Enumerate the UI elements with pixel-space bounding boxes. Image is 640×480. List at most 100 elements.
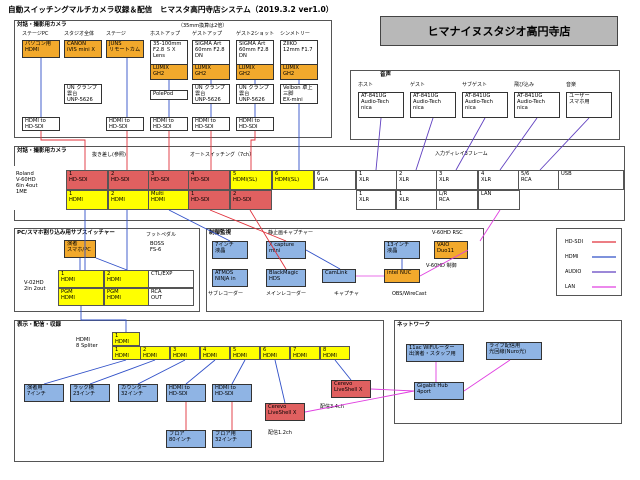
wire-hdmi xyxy=(95,257,128,271)
switcher-input-cell: 3 HD-SDI xyxy=(148,170,190,190)
wire-lan xyxy=(419,249,469,277)
camera-col-label: ゲストアップ xyxy=(192,31,223,37)
hdmi-to-sdi-converter: HDMI to HD-SDI xyxy=(236,117,274,131)
wire-hdmi xyxy=(137,359,186,385)
audio-mic: AT-841UG Audio-Tech nica xyxy=(358,92,404,118)
camera-mount: UN クランプ 雲台 UNP-5626 xyxy=(64,84,102,104)
sub-switcher-title: PC/スマホ割り込み用サブスイッチャー xyxy=(17,230,115,236)
network-section-title: ネットワーク xyxy=(397,322,431,328)
switcher-input-cell: 2 HD-SDI xyxy=(108,170,150,190)
switcher-output-cell: Multi HDMI xyxy=(148,190,190,210)
wire-lan xyxy=(304,390,415,413)
splitter-output: 6 HDMI xyxy=(260,346,290,360)
sub-switcher-cell: RCA OUT xyxy=(148,288,194,306)
wire-hdmi xyxy=(80,306,127,332)
camera-col-label: ステージ xyxy=(106,31,126,37)
camera-col-label: ゲスト2ショット xyxy=(236,31,275,37)
studio-brand-box: ヒマナイヌスタジオ高円寺店 xyxy=(380,16,618,46)
splitter-output: 5 HDMI xyxy=(230,346,260,360)
wire-hdmi xyxy=(185,359,216,385)
camera-col-label: シンメトリー xyxy=(280,31,310,37)
camera-model: パソコン用 HDMI xyxy=(22,40,60,58)
legend-label: AUDIO xyxy=(565,269,582,275)
audio-label: 飛び込み xyxy=(514,82,535,88)
audio-section-title: 音声 xyxy=(380,72,392,78)
v60hd-device: Roland V-60HD 6in 4out 1ME xyxy=(14,166,66,210)
audio-mic: ユーザー スマホ用 xyxy=(566,92,612,118)
wire-lan xyxy=(463,359,511,392)
switcher-input-cell: 4 XLR xyxy=(478,170,520,190)
wire-lan xyxy=(479,209,501,242)
camera-model: 35-100mm F2.8 ＳＸ Lens xyxy=(150,40,188,66)
lumix-gh2: LUMIX GH2 xyxy=(150,64,188,80)
gigabit-hub: Gigabit Hub 4port xyxy=(414,382,464,400)
wire-hdmi xyxy=(89,359,156,385)
footpedal-label: フットペダル xyxy=(146,232,177,238)
label-obs: OBS/WireCast xyxy=(392,291,427,297)
monitor-7inch: 7インチ 液晶 xyxy=(212,241,248,259)
wire-audio xyxy=(415,117,434,171)
live-line: ライブ配信用 光回線(Nuro光) xyxy=(486,342,542,360)
blackmagic-hds: BlackMagic HDS xyxy=(266,269,306,287)
page-title: 自動スイッチングマルチカメラ収録＆配信 ヒマスタ高円寺店システム（2019.3.… xyxy=(8,5,334,14)
display-target: HDMI to HD-SDI xyxy=(166,384,206,402)
legend-box xyxy=(556,228,622,296)
display-target: ラック横 23インチ xyxy=(70,384,110,402)
splitter-output: 1 HDMI xyxy=(112,346,142,360)
display-section-title: 表示・配信・収録 xyxy=(17,322,62,328)
wire-hdmi xyxy=(305,249,341,270)
wire-hdmi xyxy=(168,209,231,242)
camera-model: ZIIKO 12mm F1.7 xyxy=(280,40,318,66)
sub-switcher-cell: CTL/EXP xyxy=(148,270,194,288)
guest-phone-input: 演者 スマホ/PC xyxy=(64,240,96,258)
network-section xyxy=(394,320,622,424)
hdmi-to-sdi-converter: HDMI to HD-SDI xyxy=(192,117,230,131)
display-target: カウンター 32インチ xyxy=(118,384,158,402)
switcher-input-cell: 3 XLR xyxy=(436,170,478,190)
hdmi-splitter: HDMI 8 Spliter xyxy=(74,337,114,355)
splitter-output: 4 HDMI xyxy=(200,346,230,360)
switcher-input-cell: 6 HDMI(SL) xyxy=(272,170,314,190)
v02hd-device: V-02HD 2in 2out xyxy=(22,280,58,298)
splitter-output: 7 HDMI xyxy=(290,346,320,360)
camera-mount: UN クランプ 雲台 UNP-5626 xyxy=(236,84,274,104)
camera-mount: Velbon 卓上 三脚 EX-mini xyxy=(280,84,318,104)
switcher-input-cell: 2 XLR xyxy=(396,170,438,190)
wire-audio xyxy=(455,117,486,171)
hdmi-to-sdi-converter: HDMI to HD-SDI xyxy=(150,117,188,131)
wire-hdmi xyxy=(43,359,127,385)
switcher-input-cell: 6 VGA xyxy=(314,170,356,190)
wire-lan xyxy=(370,388,415,392)
floor-screen-32: フロア用 32インチ xyxy=(212,430,252,448)
display-target: 演者用 7インチ xyxy=(24,384,64,402)
switcher-output-cell: 1 XLR xyxy=(396,190,438,210)
camera-section-title: 対話・撮影用カメラ xyxy=(17,22,67,28)
camera-model: JUNS リモートカム xyxy=(106,40,144,58)
switcher-input-cell: 1 XLR xyxy=(356,170,398,190)
wire-sdi xyxy=(40,131,86,170)
audio-label: 音楽 xyxy=(566,82,577,88)
splitter-output: 3 HDMI xyxy=(170,346,200,360)
switcher-output-cell: LAN xyxy=(478,190,520,210)
wire-hdmi xyxy=(231,359,246,385)
legend-label: LAN xyxy=(565,284,576,290)
switcher-output-cell: 2 HD-SDI xyxy=(230,190,272,210)
cerevo-liveshell-2: Cerevo LiveShell X xyxy=(331,380,371,398)
note-delay: 入力ディレイ3フレーム xyxy=(435,151,488,157)
audio-label: ホスト xyxy=(358,82,374,88)
wire-sdi xyxy=(250,131,256,170)
sub-switcher-cell: PGM HDMI xyxy=(104,288,150,306)
lumix-gh2: LUMIX GH2 xyxy=(280,64,318,80)
wire-sdi xyxy=(209,209,287,242)
dist-label-1: 配信1.2ch xyxy=(268,430,292,436)
floor-screen-80: フロア 80インチ xyxy=(166,430,206,448)
rsc-label: V-60HD RSC xyxy=(432,230,463,236)
switcher-output-cell: 1 HDMI xyxy=(66,190,108,210)
lumix-gh2: LUMIX GH2 xyxy=(236,64,274,80)
audio-mic: AT-841UG Audio-Tech nica xyxy=(462,92,508,118)
still-capture-label: 静止画キャプチャー xyxy=(268,230,313,236)
monitor-13inch: 13インチ 液晶 xyxy=(384,241,420,259)
lumix-gh2: LUMIX GH2 xyxy=(192,64,230,80)
